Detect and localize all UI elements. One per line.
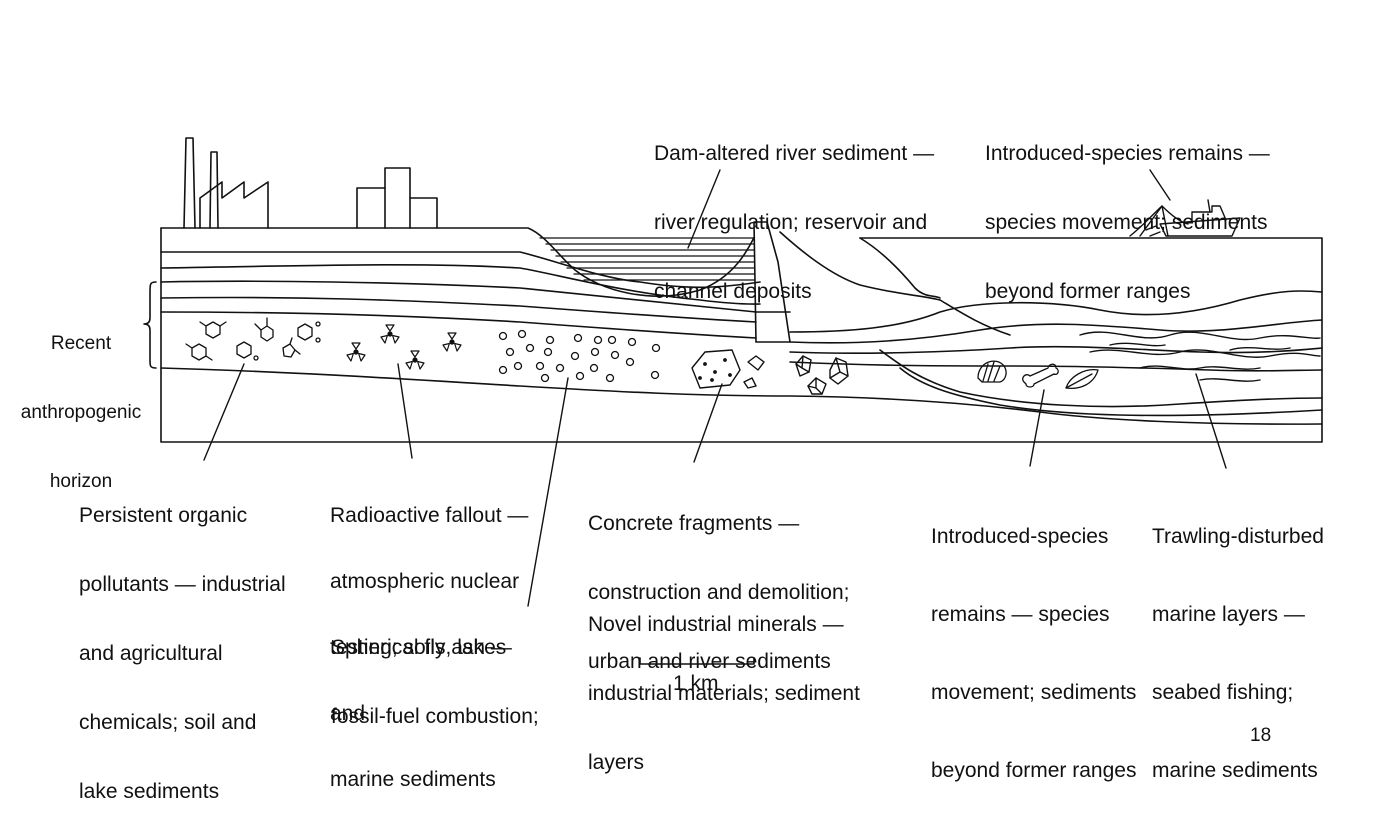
cross-section-frame [160,227,759,297]
bone-icon [1022,363,1059,388]
scale-bar [639,657,755,665]
introduced-species-top-label: Introduced-species remains — species mov… [985,142,1270,303]
sediment-strata [160,251,1323,425]
trawler-ship-icon [1129,199,1241,237]
concrete-fragments-label: Concrete fragments — construction and de… [588,512,850,673]
leader-lines [203,169,1227,607]
fly-ash-spheres [498,329,661,383]
introduced-species-bottom-label: Introduced-species remains — species mov… [931,525,1137,782]
industrial-mineral-crystal-icons [795,355,849,395]
fly-ash-label: Spherical fly ash — fossil-fuel combusti… [331,636,539,728]
shell-icon [977,360,1007,383]
organic-pollutants-label: Persistent organic pollutants — industri… [79,504,286,803]
factory-icon [183,137,269,229]
page-number: 18 [1250,725,1272,746]
radiation-icon [346,324,462,370]
industrial-minerals-label: Novel industrial minerals — industrial m… [588,613,860,774]
concrete-fragment-icon [691,349,765,389]
stratigraphic-cross-section [143,137,1323,665]
horizon-brace [143,281,157,369]
trawling-disturbed-label: Trawling-disturbed marine layers — seabe… [1152,525,1324,782]
anthropogenic-horizon-label: Recent anthropogenic horizon [20,333,142,492]
reservoir-sediment-layers [539,237,756,281]
city-buildings-icon [356,167,438,229]
dam-river-sediment-label: Dam-altered river sediment — river regul… [654,142,935,303]
scale-bar-label: 1 km [673,672,719,695]
organic-pollutant-molecule-icons [185,317,321,361]
trawling-disturbed-layers [1079,331,1321,382]
leaf-icon [1065,369,1099,390]
